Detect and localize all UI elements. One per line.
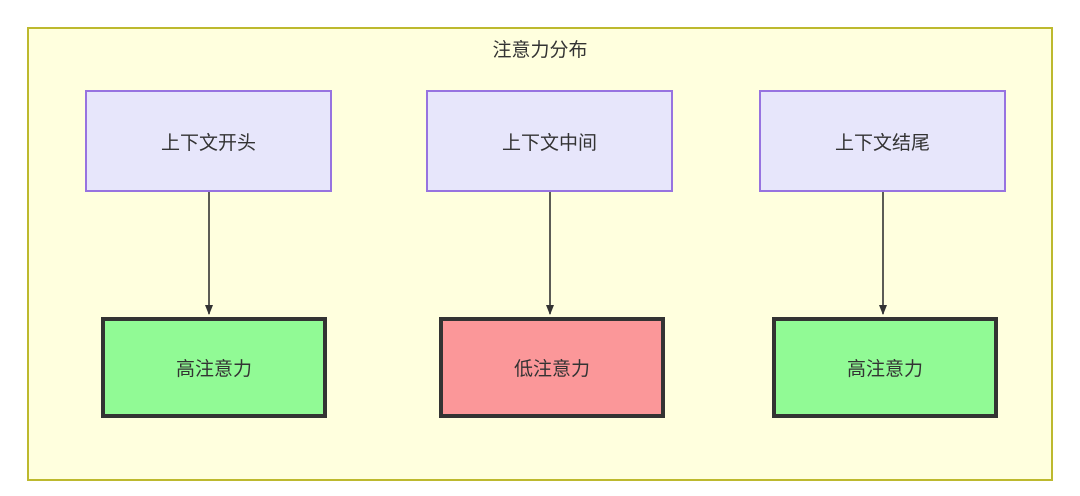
node-context-middle[interactable]: 上下文中间	[426, 90, 673, 192]
node-context-start-label: 上下文开头	[160, 132, 256, 154]
node-attention-end-label: 高注意力	[846, 359, 923, 380]
node-context-end[interactable]: 上下文结尾	[759, 90, 1006, 192]
node-attention-middle-label: 低注意力	[513, 359, 590, 380]
diagram-title: 注意力分布	[492, 40, 588, 61]
node-context-start[interactable]: 上下文开头	[85, 90, 332, 192]
node-attention-end[interactable]: 高注意力	[772, 317, 998, 418]
node-attention-middle[interactable]: 低注意力	[439, 317, 665, 418]
node-context-end-label: 上下文结尾	[834, 132, 930, 154]
node-attention-start-label: 高注意力	[175, 359, 252, 380]
node-attention-start[interactable]: 高注意力	[101, 317, 327, 418]
node-context-middle-label: 上下文中间	[501, 132, 597, 154]
